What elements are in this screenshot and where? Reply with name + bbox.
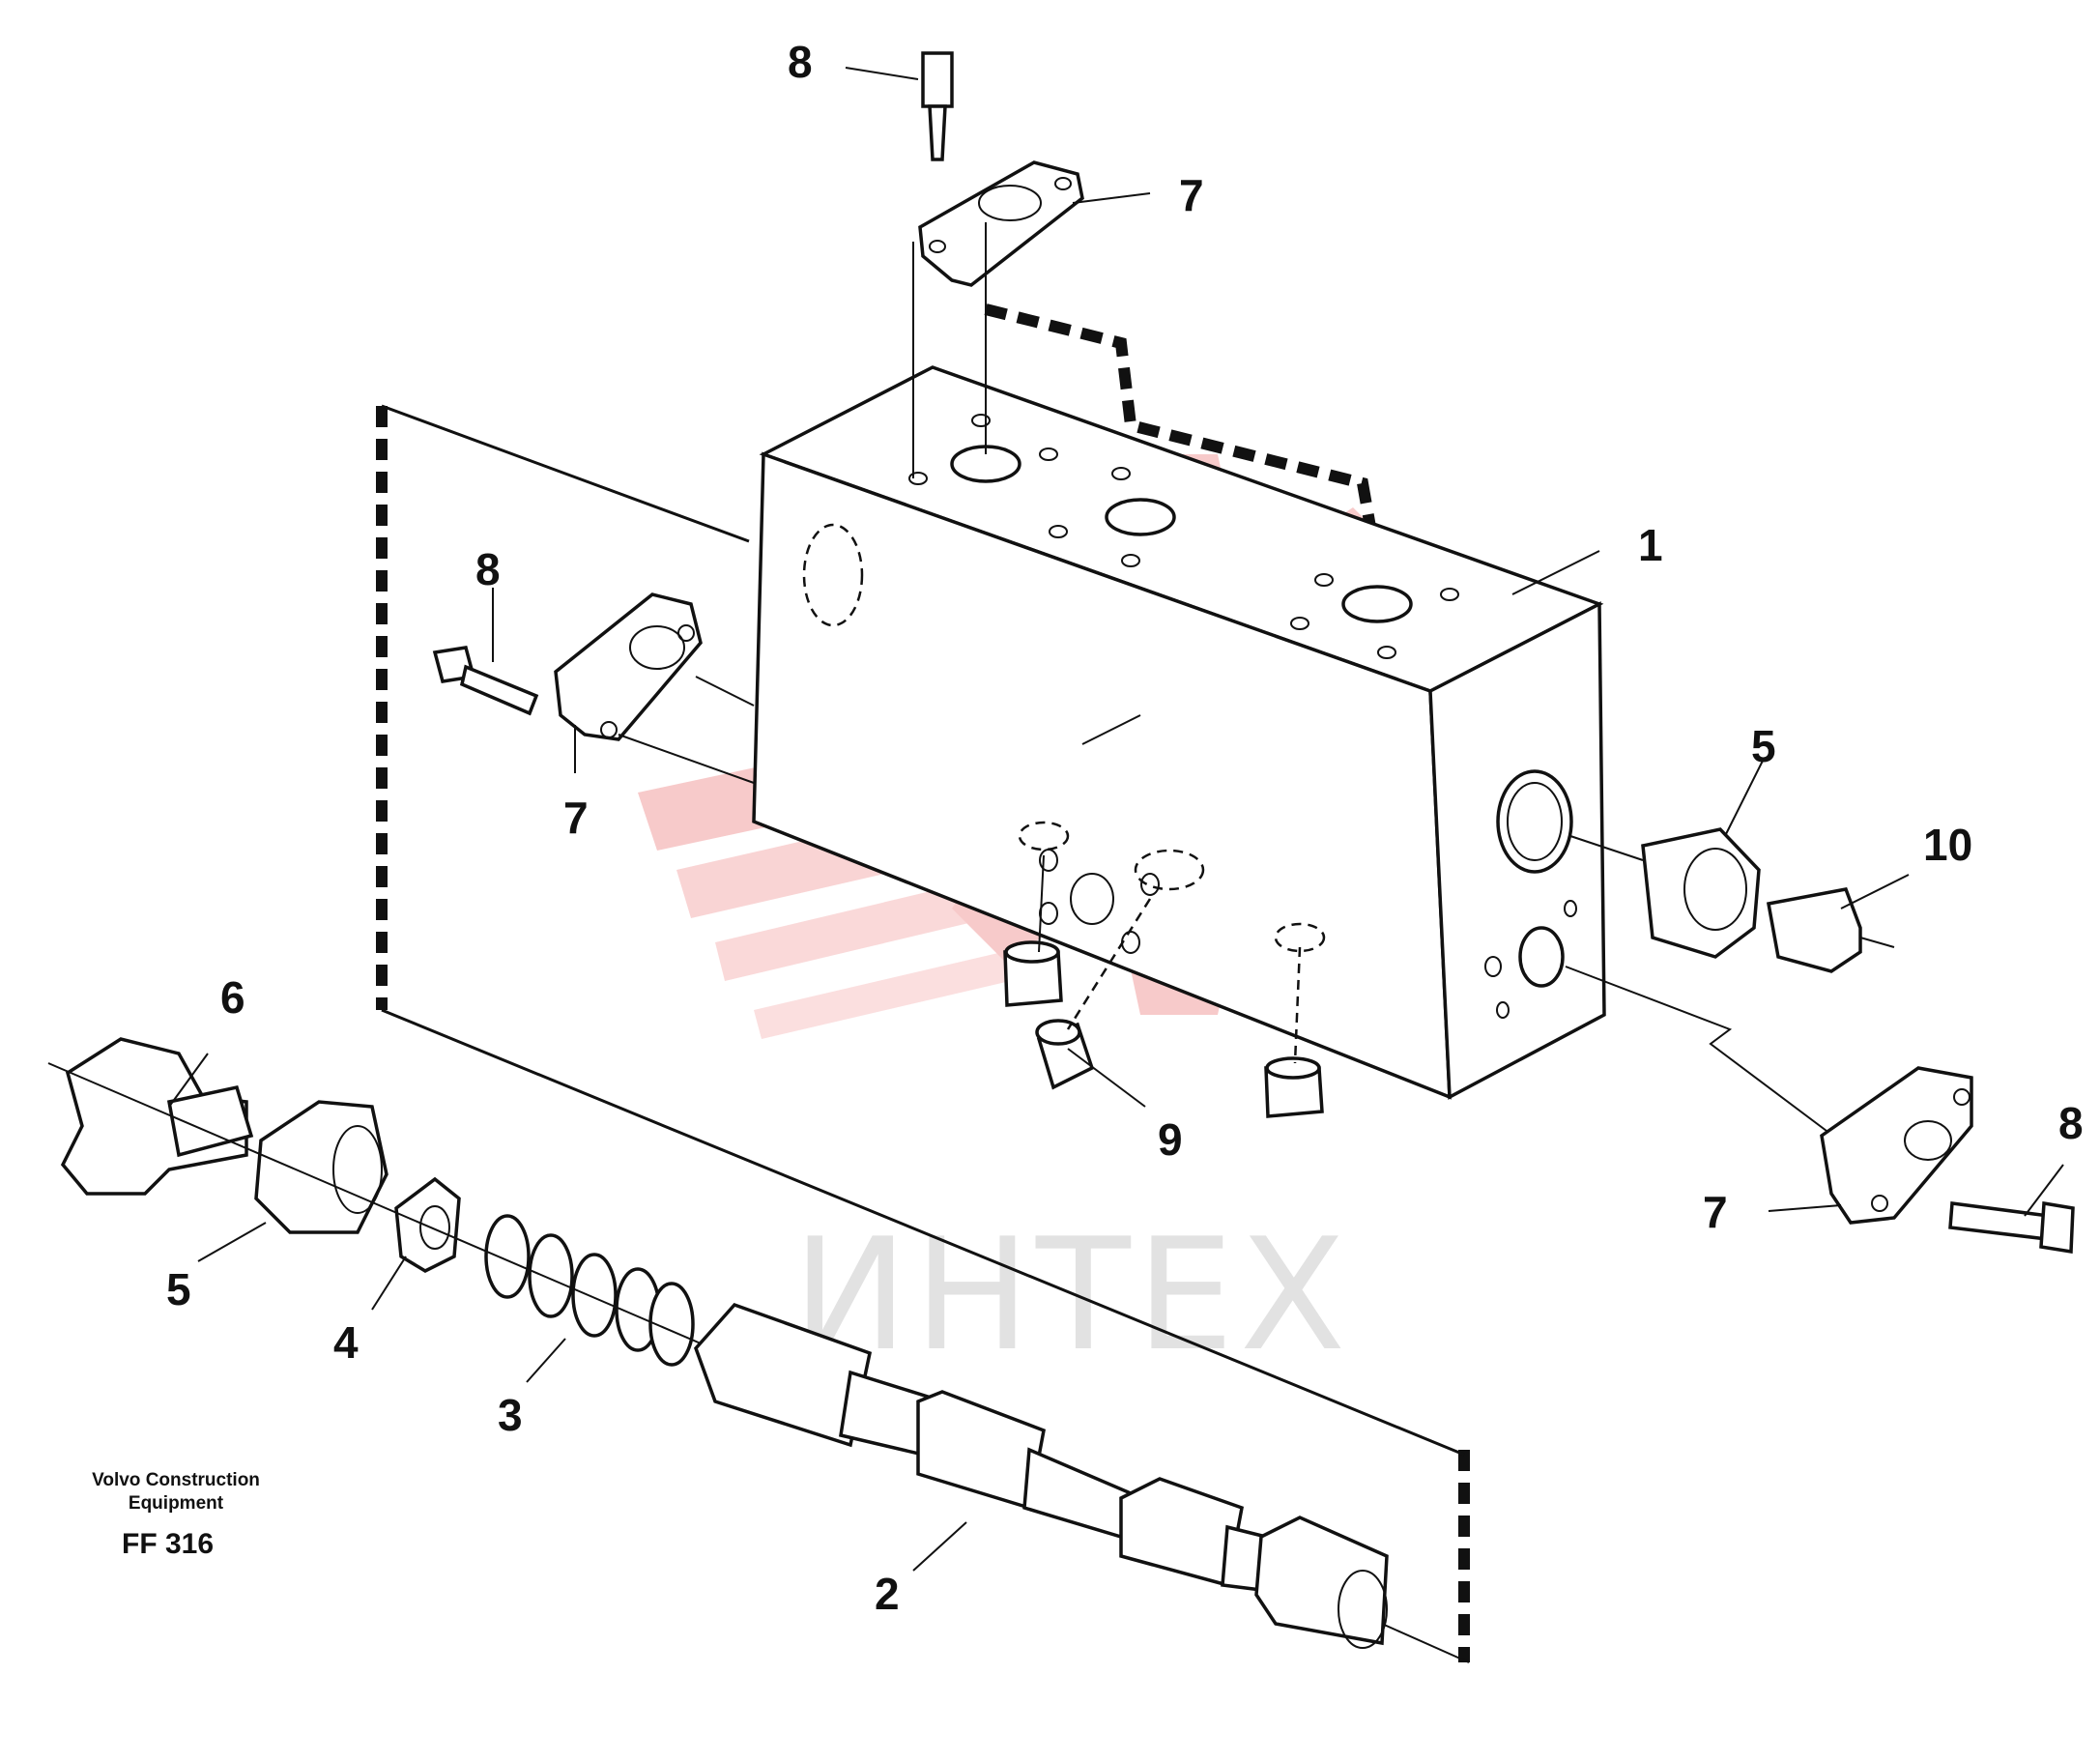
plugs-group (1003, 854, 1324, 1118)
top-flange-assembly (912, 51, 1084, 478)
callout-7-right: 7 (1703, 1187, 1728, 1237)
callout-7-left: 7 (563, 793, 589, 843)
callout-2: 2 (875, 1569, 900, 1619)
caption-line-2: Equipment (129, 1493, 224, 1514)
right-side-assembly (1565, 827, 2075, 1255)
spring (484, 1214, 695, 1367)
leader-lines (168, 67, 2064, 1572)
callout-6: 6 (220, 972, 245, 1023)
callout-9: 9 (1158, 1114, 1183, 1165)
assembly-frame (376, 303, 1470, 1662)
left-flange-assembly (432, 592, 755, 784)
callout-7-top: 7 (1179, 170, 1204, 220)
callout-10: 10 (1923, 820, 1972, 870)
callout-5-left: 5 (166, 1264, 191, 1314)
callout-8-right: 8 (2058, 1098, 2084, 1148)
callout-8-left: 8 (475, 544, 501, 594)
callout-3: 3 (498, 1390, 523, 1440)
caption-block: Volvo Construction Equipment FF 316 (92, 1470, 260, 1560)
diagram-code: FF 316 (122, 1528, 214, 1560)
spool-assembly (47, 1037, 1470, 1663)
callout-5-right: 5 (1751, 721, 1776, 771)
callout-1: 1 (1638, 520, 1663, 570)
caption-line-1: Volvo Construction (92, 1470, 260, 1490)
valve-block (752, 365, 1606, 1100)
callouts: 1 8 7 8 7 5 10 9 8 7 6 5 4 3 2 (166, 37, 2084, 1619)
watermark-text: ИНТЕХ (792, 1204, 1351, 1385)
callout-4: 4 (333, 1317, 359, 1368)
callout-8-top: 8 (788, 37, 813, 87)
